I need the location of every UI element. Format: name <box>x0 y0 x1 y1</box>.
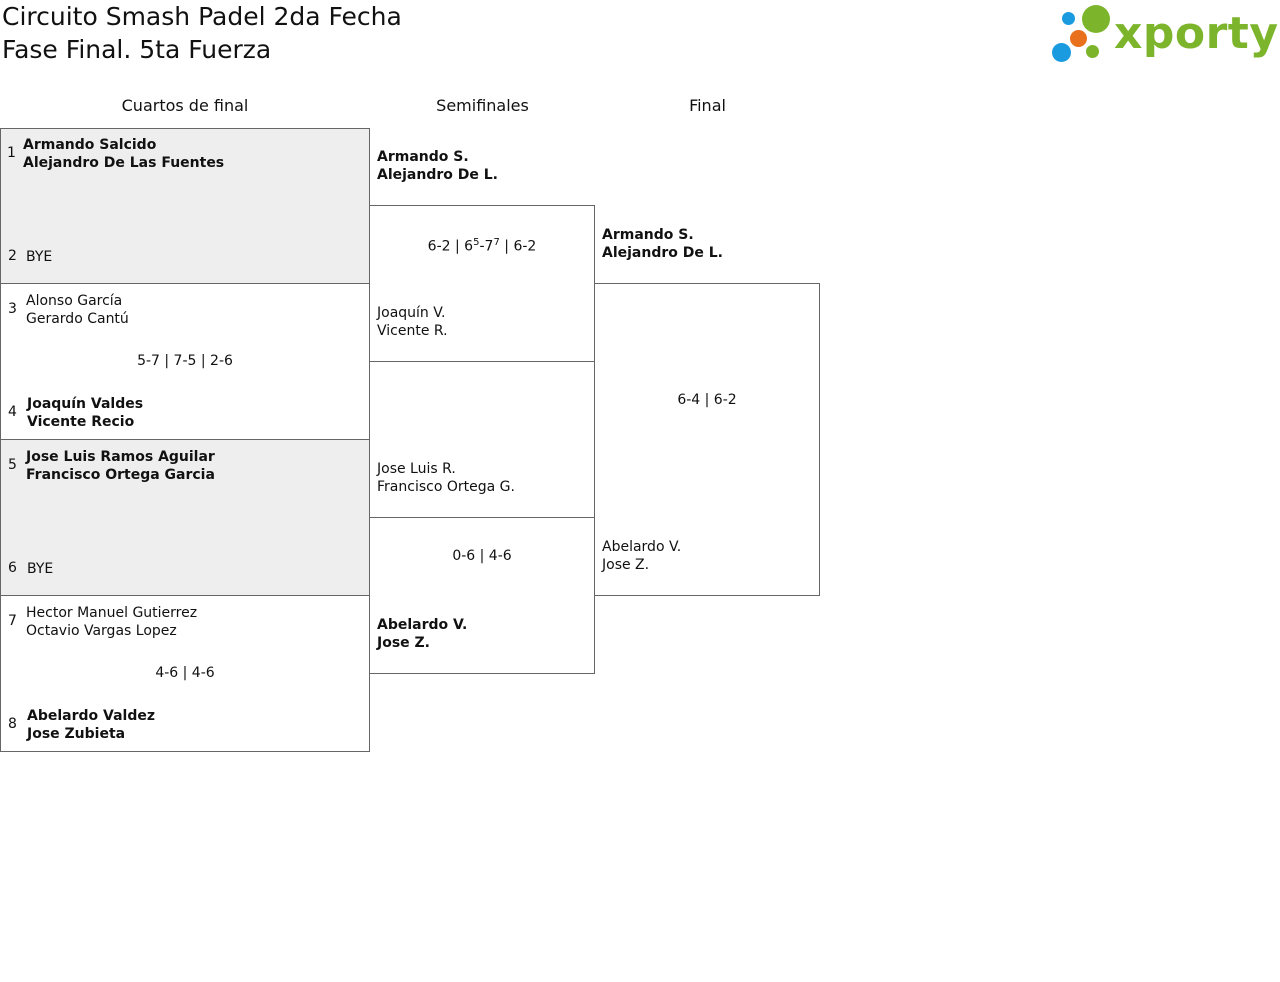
player-name: Alejandro De L. <box>602 245 723 261</box>
player-name: Jose Z. <box>602 557 650 573</box>
player-name: Jose Luis Ramos Aguilar <box>26 449 215 465</box>
player-name: Joaquín Valdes <box>27 396 144 412</box>
player-name: Vicente Recio <box>27 414 135 430</box>
match-score: 4-6 | 4-6 <box>155 665 215 681</box>
seed-number: 2 <box>8 248 17 264</box>
player-name: Gerardo Cantú <box>26 311 129 327</box>
match-score: 6-4 | 6-2 <box>677 392 737 408</box>
seed-number: 6 <box>8 560 17 576</box>
bye-label: BYE <box>26 249 53 265</box>
tiebreak-score: 7 <box>493 237 500 248</box>
tournament-title: Circuito Smash Padel 2da Fecha <box>2 2 402 31</box>
bye-label: BYE <box>27 561 54 577</box>
player-name: Octavio Vargas Lopez <box>26 623 177 639</box>
seed-number: 8 <box>8 716 17 732</box>
logo-wordmark: xporty <box>1114 8 1279 59</box>
set-score: 6-2 <box>427 238 451 255</box>
match-score: 6-2 | 65-77 | 6-2 <box>427 237 537 255</box>
seed-number: 5 <box>8 457 17 473</box>
logo-dot-green-large <box>1082 5 1110 33</box>
player-name: Jose Luis R. <box>377 461 456 477</box>
logo-dot-green-small <box>1086 45 1099 58</box>
player-name: Abelardo V. <box>602 539 682 555</box>
set-score: 6 <box>464 238 474 255</box>
player-name: Alejandro De Las Fuentes <box>23 155 225 171</box>
column-header-final: Final <box>689 96 726 115</box>
player-name: Joaquín V. <box>377 305 446 321</box>
set-score: 7 <box>484 238 494 255</box>
xporty-logo[interactable]: xporty <box>1050 4 1279 68</box>
column-header-semifinals: Semifinales <box>436 96 529 115</box>
seed-number: 1 <box>7 145 16 161</box>
player-name: Armando Salcido <box>23 137 157 153</box>
qf-match-1 <box>0 128 370 284</box>
logo-dot-orange <box>1070 30 1087 47</box>
tournament-subtitle: Fase Final. 5ta Fuerza <box>2 35 272 64</box>
seed-number: 7 <box>8 613 17 629</box>
final-match <box>594 283 820 596</box>
match-score: 0-6 | 4-6 <box>452 548 512 564</box>
player-name: Alonso García <box>26 293 123 309</box>
player-name: Francisco Ortega G. <box>377 479 515 495</box>
player-name: Jose Z. <box>377 635 430 651</box>
player-name: Armando S. <box>377 149 469 165</box>
player-name: Abelardo V. <box>377 617 468 633</box>
player-name: Jose Zubieta <box>27 726 126 742</box>
qf-match-3 <box>0 439 370 596</box>
set-score: 6-2 <box>513 238 537 255</box>
column-header-quarterfinals: Cuartos de final <box>121 96 249 115</box>
seed-number: 3 <box>8 301 17 317</box>
logo-dot-blue <box>1062 12 1075 25</box>
player-name: Vicente R. <box>377 323 448 339</box>
player-name: Francisco Ortega Garcia <box>26 467 215 483</box>
match-score: 5-7 | 7-5 | 2-6 <box>137 353 233 369</box>
player-name: Armando S. <box>602 227 694 243</box>
tiebreak-score: 5 <box>473 237 480 248</box>
seed-number: 4 <box>8 404 17 420</box>
logo-dot-blue-small <box>1052 43 1071 62</box>
player-name: Alejandro De L. <box>377 167 498 183</box>
player-name: Abelardo Valdez <box>27 708 155 724</box>
player-name: Hector Manuel Gutierrez <box>26 605 198 621</box>
